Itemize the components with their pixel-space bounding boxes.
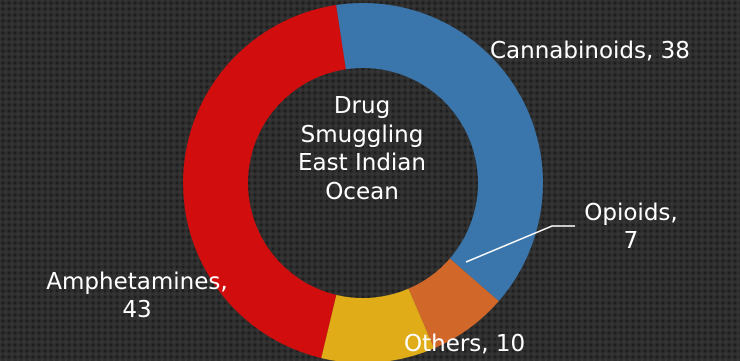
data-label-others-text: Others, 10: [404, 331, 526, 357]
slice-cannabinoids: [336, 3, 543, 302]
center-title-line-3: East Indian: [298, 150, 426, 176]
data-label-amphetamines: Amphetamines, 43: [22, 268, 252, 324]
center-title-line-2: Smuggling: [300, 121, 424, 148]
data-label-amphetamines-value: 43: [122, 297, 152, 323]
slice-amphetamines: [182, 5, 346, 359]
slice-opioids: [408, 258, 499, 349]
data-label-opioids: Opioids, 7: [567, 199, 695, 255]
center-title: Drug Smuggling East Indian Ocean: [262, 92, 462, 206]
donut-slices: [182, 3, 543, 361]
data-label-cannabinoids-text: Cannabinoids, 38: [490, 38, 690, 64]
data-label-opioids-name: Opioids,: [584, 200, 678, 226]
data-label-cannabinoids: Cannabinoids, 38: [490, 37, 690, 65]
center-title-line-1: Drug: [333, 93, 391, 119]
center-title-line-4: Ocean: [325, 178, 399, 205]
data-label-others: Others, 10: [404, 330, 525, 358]
slice-others: [321, 288, 435, 361]
data-label-amphetamines-name: Amphetamines,: [46, 269, 228, 295]
data-label-opioids-value: 7: [623, 228, 639, 254]
opioids-leader-line: [465, 225, 575, 263]
